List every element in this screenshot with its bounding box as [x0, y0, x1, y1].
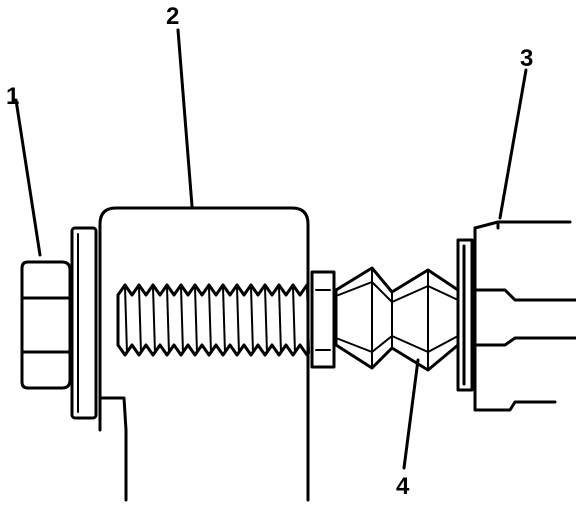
rod-thread-crest [278, 286, 282, 354]
rod-thread-crest [166, 286, 170, 354]
callout-2: 2 [166, 3, 179, 30]
leader-3 [498, 68, 528, 220]
rod-thread-crest [180, 286, 184, 354]
callout-1: 1 [6, 83, 19, 110]
rod-thread-crest [138, 286, 142, 354]
callout-3: 3 [520, 45, 533, 72]
rod-thread-crest [306, 286, 310, 354]
rod-thread-bottom [116, 343, 309, 357]
part-1-bolt-head [20, 260, 72, 390]
threaded-rod [116, 283, 310, 357]
callout-4: 4 [396, 473, 410, 500]
rod-thread-crest [236, 286, 240, 354]
part-2-tool-body [98, 206, 310, 502]
rod-thread-crest [264, 286, 268, 354]
washer-left [70, 226, 98, 420]
rod-thread-crest [194, 286, 198, 354]
leader-2 [176, 28, 194, 208]
washer-right [310, 270, 336, 369]
rod-thread-crest [124, 286, 128, 354]
rod-thread-crest [152, 286, 156, 354]
part-4-bellows [334, 266, 460, 372]
rod-thread-crest [292, 286, 296, 354]
leader-4 [402, 358, 420, 470]
rod-thread-crest [222, 286, 226, 354]
rod-thread-crest [208, 286, 212, 354]
rod-thread-top [116, 283, 309, 297]
rod-thread-crest [250, 286, 254, 354]
part-3-housing [456, 220, 576, 412]
leader-1 [14, 98, 42, 257]
